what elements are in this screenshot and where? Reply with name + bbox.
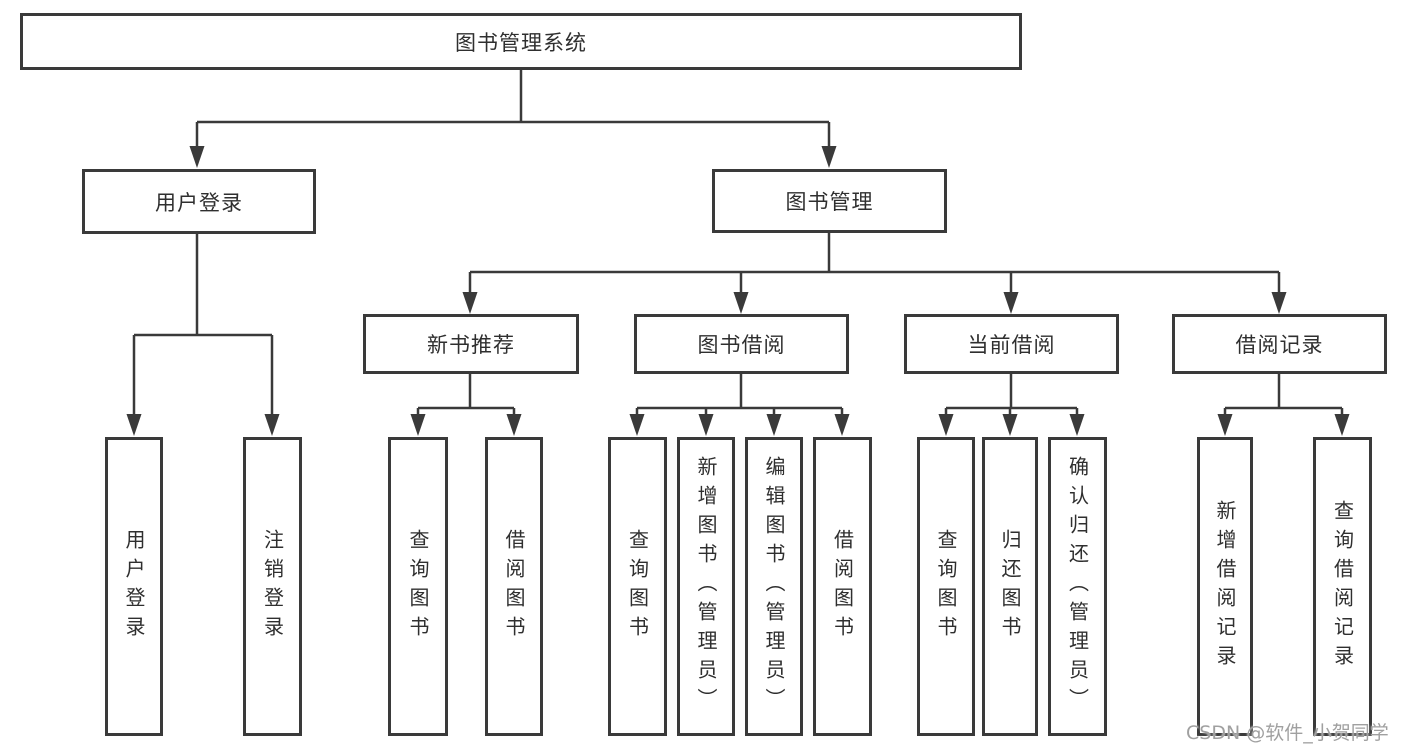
node-leaf-confirm-return-admin: 确认归还（管理员）	[1048, 437, 1107, 736]
node-leaf-add-books-admin: 新增图书（管理员）	[677, 437, 735, 736]
node-label: 新书推荐	[427, 333, 515, 357]
arrow-down-icon	[1334, 414, 1350, 436]
node-leaf-query-books-current: 查询图书	[917, 437, 975, 736]
node-current-borrowing: 当前借阅	[904, 314, 1119, 374]
arrow-down-icon	[834, 414, 850, 436]
node-label: 编辑图书（管理员）	[762, 456, 786, 717]
node-leaf-logout: 注销登录	[243, 437, 302, 736]
arrow-down-icon	[733, 292, 749, 314]
node-label: 图书管理系统	[455, 30, 587, 55]
node-leaf-user-login: 用户登录	[105, 437, 163, 736]
arrow-down-icon	[938, 414, 954, 436]
arrow-down-icon	[264, 414, 280, 436]
node-label: 用户登录	[122, 528, 146, 645]
arrow-down-icon	[1217, 414, 1233, 436]
node-label: 借阅图书	[830, 528, 855, 645]
node-label: 注销登录	[260, 528, 285, 645]
arrow-down-icon	[629, 414, 645, 436]
node-label: 查询借阅记录	[1330, 499, 1355, 674]
node-label: 借阅记录	[1235, 333, 1324, 357]
node-leaf-query-borrow-record: 查询借阅记录	[1313, 437, 1372, 736]
arrow-down-icon	[698, 414, 714, 436]
node-label: 用户登录	[155, 190, 243, 215]
node-book-borrowing: 图书借阅	[634, 314, 849, 374]
node-label: 查询图书	[934, 528, 958, 645]
node-user-login-group: 用户登录	[82, 169, 316, 234]
node-borrowing-records: 借阅记录	[1172, 314, 1387, 374]
arrow-down-icon	[1002, 414, 1018, 436]
arrow-down-icon	[1069, 414, 1085, 436]
arrow-down-icon	[506, 414, 522, 436]
node-leaf-borrow-books: 借阅图书	[813, 437, 872, 736]
arrow-down-icon	[821, 146, 837, 168]
node-leaf-edit-books-admin: 编辑图书（管理员）	[745, 437, 803, 736]
node-library-management-system: 图书管理系统	[20, 13, 1022, 70]
node-leaf-query-books-recommend: 查询图书	[388, 437, 448, 736]
csdn-watermark: CSDN @软件_小贺同学	[1186, 722, 1389, 744]
node-label: 查询图书	[625, 528, 650, 645]
node-label: 归还图书	[998, 528, 1022, 645]
node-leaf-query-books-borrowing: 查询图书	[608, 437, 667, 736]
arrow-down-icon	[462, 292, 478, 314]
node-leaf-add-borrow-record: 新增借阅记录	[1197, 437, 1253, 736]
node-leaf-borrow-books-recommend: 借阅图书	[485, 437, 543, 736]
arrow-down-icon	[189, 146, 205, 168]
arrow-down-icon	[410, 414, 426, 436]
node-label: 当前借阅	[967, 333, 1056, 357]
arrow-down-icon	[1003, 292, 1019, 314]
arrow-down-icon	[126, 414, 142, 436]
node-new-book-recommendation: 新书推荐	[363, 314, 579, 374]
node-leaf-return-books: 归还图书	[982, 437, 1038, 736]
node-label: 查询图书	[406, 528, 430, 645]
arrowhead-icons	[126, 146, 1350, 436]
node-label: 新增图书（管理员）	[694, 456, 718, 717]
node-label: 确认归还（管理员）	[1065, 456, 1090, 717]
node-label: 新增借阅记录	[1213, 499, 1237, 674]
arrow-down-icon	[1271, 292, 1287, 314]
node-book-management: 图书管理	[712, 169, 947, 233]
connector-edges	[132, 69, 1344, 416]
node-label: 图书借阅	[697, 333, 786, 357]
arrow-down-icon	[766, 414, 782, 436]
node-label: 图书管理	[785, 190, 874, 214]
node-label: 借阅图书	[502, 528, 526, 645]
